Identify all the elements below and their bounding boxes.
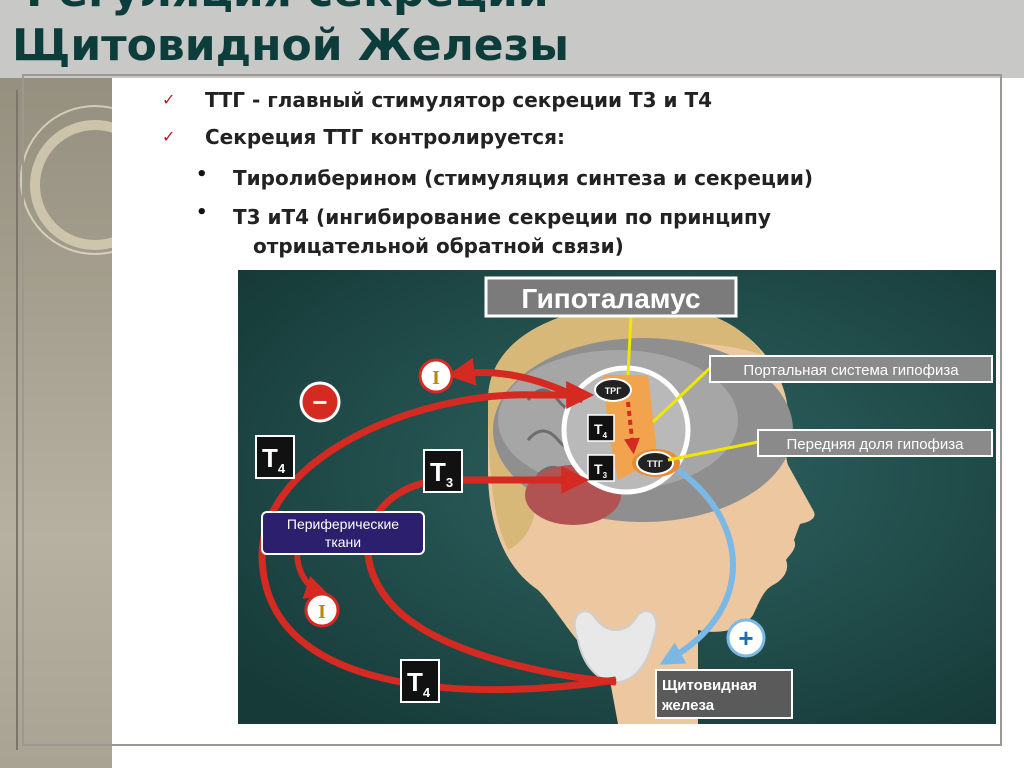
anterior-lobe-box bbox=[757, 429, 993, 457]
inhibit-top-symbol: I bbox=[432, 367, 440, 389]
decorative-line bbox=[16, 90, 18, 750]
thyroid-label-box bbox=[655, 669, 793, 719]
page-title: Щитовидной Железы bbox=[12, 20, 570, 71]
ttg-label: ТТГ bbox=[647, 459, 663, 469]
trg-badge bbox=[594, 378, 632, 402]
hypothalamus-box bbox=[484, 276, 738, 318]
inhibit-bottom-symbol: I bbox=[318, 601, 326, 623]
t4-inner-box bbox=[587, 414, 615, 442]
thyroid-label-line2: железа bbox=[661, 697, 715, 714]
bullet-tiroliberin: Тиролиберином (стимуляция синтеза и секр… bbox=[233, 166, 813, 190]
bullet-t3t4-line2: отрицательной обратной связи) bbox=[253, 234, 624, 258]
t4-bottom-box bbox=[400, 659, 440, 703]
inhibit-top-icon bbox=[418, 358, 454, 394]
hypothalamus-pointer bbox=[626, 315, 633, 376]
trg-label: ТРГ bbox=[605, 386, 622, 396]
bullet-dot-icon: • bbox=[196, 202, 208, 223]
trg-to-ttg-arrow bbox=[624, 401, 640, 455]
thyroid-regulation-diagram: ТРГ ТТГ Т4 Т3 I − I + Т4 Т3 Т4 Гипоталам… bbox=[238, 270, 996, 724]
thyroid-label-line1: Щитовидная bbox=[662, 677, 757, 694]
portal-system-box bbox=[709, 355, 993, 383]
plus-symbol: + bbox=[738, 623, 753, 653]
checkmark-icon: ✓ bbox=[162, 127, 176, 146]
title-bar: Регуляция секреции Щитовидной Железы bbox=[0, 0, 1024, 78]
inhibit-bottom-icon bbox=[304, 592, 340, 628]
anterior-lobe-label: Передняя доля гипофиза bbox=[787, 436, 965, 453]
ttg-stimulus-arrow bbox=[659, 467, 736, 665]
t3-inner-label: Т3 bbox=[594, 461, 608, 480]
portal-system-label: Портальная система гипофиза bbox=[743, 362, 959, 379]
t4-bottom-label: Т4 bbox=[407, 667, 431, 700]
ttg-badge bbox=[636, 451, 674, 475]
bullet-ttg-main: ТТГ - главный стимулятор секреции Т3 и Т… bbox=[205, 88, 713, 112]
t3-feedback-arrow bbox=[364, 466, 617, 686]
t4-feedback-arrow bbox=[258, 381, 617, 694]
checkmark-icon: ✓ bbox=[162, 90, 176, 109]
t4-left-label: Т4 bbox=[262, 443, 286, 476]
peripheral-tissues-line1: Периферические bbox=[287, 516, 399, 532]
t3-mid-box bbox=[423, 449, 463, 493]
t4-inner-label: Т4 bbox=[594, 421, 608, 440]
plus-icon bbox=[726, 618, 766, 658]
t4-left-box bbox=[255, 435, 295, 479]
bullet-ttg-control: Секреция ТТГ контролируется: bbox=[205, 125, 565, 149]
t3-inner-box bbox=[587, 454, 615, 482]
portal-pointer bbox=[651, 366, 712, 424]
hypothalamus-label: Гипоталамус bbox=[521, 283, 700, 314]
peripheral-tissues-line2: ткани bbox=[325, 534, 361, 550]
bullet-t3t4-line1: Т3 иТ4 (ингибирование секреции по принци… bbox=[233, 205, 771, 229]
minus-icon bbox=[299, 381, 341, 423]
inhibit-top-arrow bbox=[446, 357, 585, 404]
bullet-dot-icon: • bbox=[196, 164, 208, 185]
title-cut-off: Регуляция секреции bbox=[26, 0, 549, 17]
anterior-pointer bbox=[667, 440, 759, 462]
peripheral-tissues-box bbox=[261, 511, 425, 555]
t3-mid-label: Т3 bbox=[430, 457, 453, 490]
minus-symbol: − bbox=[312, 387, 327, 417]
